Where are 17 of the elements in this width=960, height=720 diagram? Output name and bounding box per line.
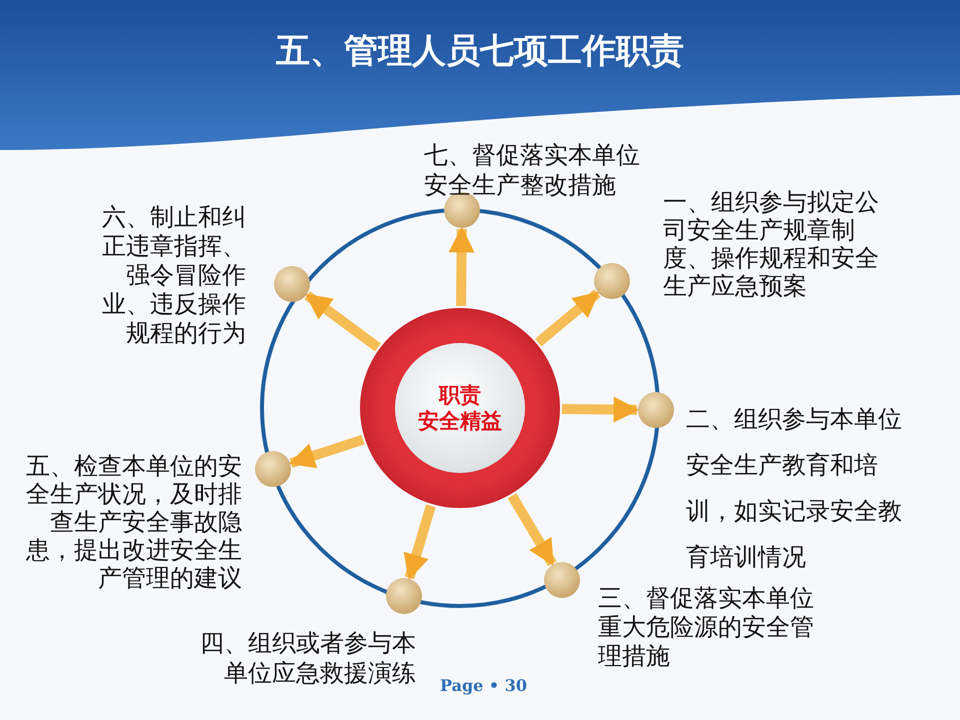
duty-text: 四、组织或者参与本单位应急救援演练 — [199, 628, 416, 688]
arrow — [304, 291, 381, 352]
duty-text: 三、督促落实本单位重大危险源的安全管理措施 — [598, 584, 815, 671]
arrow — [448, 226, 475, 306]
slide-title: 五、管理人员七项工作职责 — [275, 30, 685, 73]
duty-text: 二、组织参与本单位安全生产教育和培训，如实记录安全教育培训情况 — [686, 404, 903, 573]
arrow — [535, 289, 601, 346]
arrow — [404, 504, 436, 580]
hub-text: 职责 — [439, 382, 481, 408]
duty-text: 六、制止和纠正违章指挥、强令冒险作业、违反操作规程的行为 — [101, 203, 246, 348]
arrow — [562, 396, 640, 423]
arrow — [288, 434, 365, 468]
duty-text: 一、组织参与拟定公司安全生产规章制度、操作规程和安全生产应急预案 — [663, 188, 880, 300]
page-number: Page • 30 — [440, 676, 527, 695]
duty-text: 五、检查本单位的安全生产状况，及时排查生产安全事故隐患，提出改进安全生产管理的建议 — [25, 452, 242, 592]
hub-text: 安全精益 — [418, 408, 502, 434]
duty-text: 七、督促落实本单位安全生产整改措施 — [424, 140, 641, 200]
